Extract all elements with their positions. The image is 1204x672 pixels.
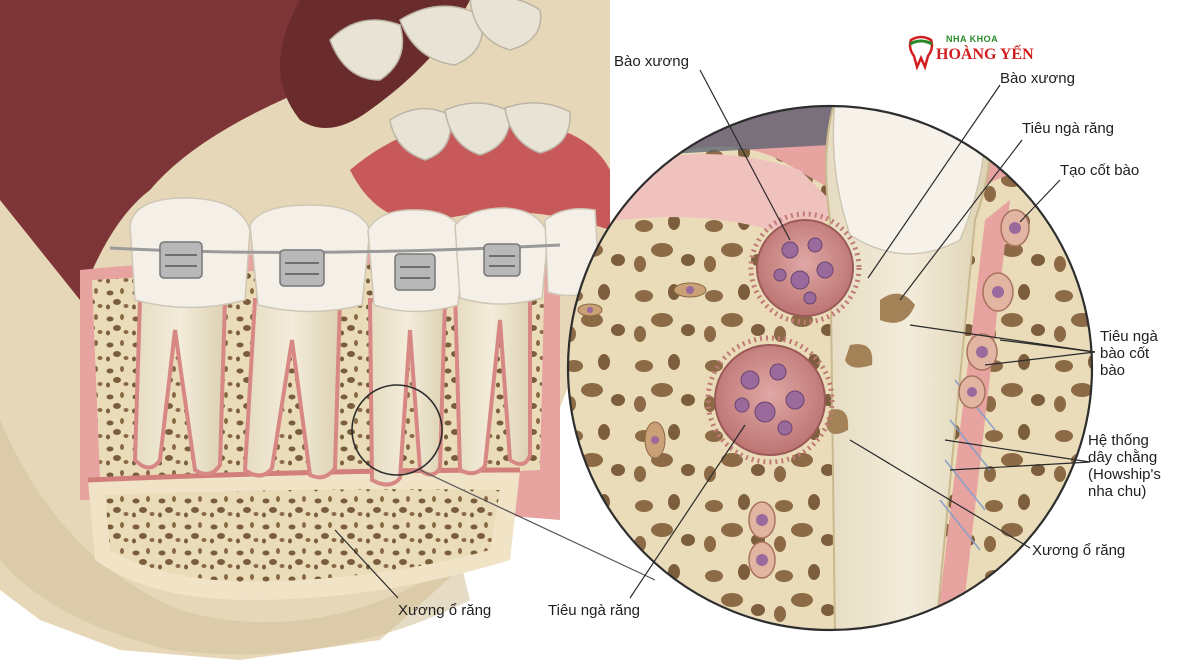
label-tieu-nga-rang-bottom: Tiêu ngà răng bbox=[548, 602, 641, 619]
label-tao-cot-bao: Tạo cốt bào bbox=[1060, 162, 1140, 179]
label-bao-xuong-top: Bào xương bbox=[1000, 70, 1075, 87]
label-xuong-o-rang-right: Xương ổ răng bbox=[1032, 542, 1126, 559]
label-he-thong-day-chang: Hệ thống dây chằng (Howship's nha chu) bbox=[1088, 432, 1161, 500]
tooth-logo-icon bbox=[908, 35, 934, 70]
clinic-logo: NHA KHOA HOÀNG YẾN bbox=[906, 32, 1036, 72]
label-tieu-nga-rang-top: Tiêu ngà răng bbox=[1022, 120, 1115, 137]
label-tieu-nga-bao-cot-bao: Tiêu ngà bào cốt bào bbox=[1100, 328, 1158, 379]
logo-top-text: NHA KHOA bbox=[946, 34, 999, 44]
label-xuong-o-rang-left: Xương ổ răng bbox=[398, 602, 492, 619]
logo-main-text: HOÀNG YẾN bbox=[936, 46, 1034, 63]
label-bao-xuong-left: Bào xương bbox=[614, 53, 689, 70]
